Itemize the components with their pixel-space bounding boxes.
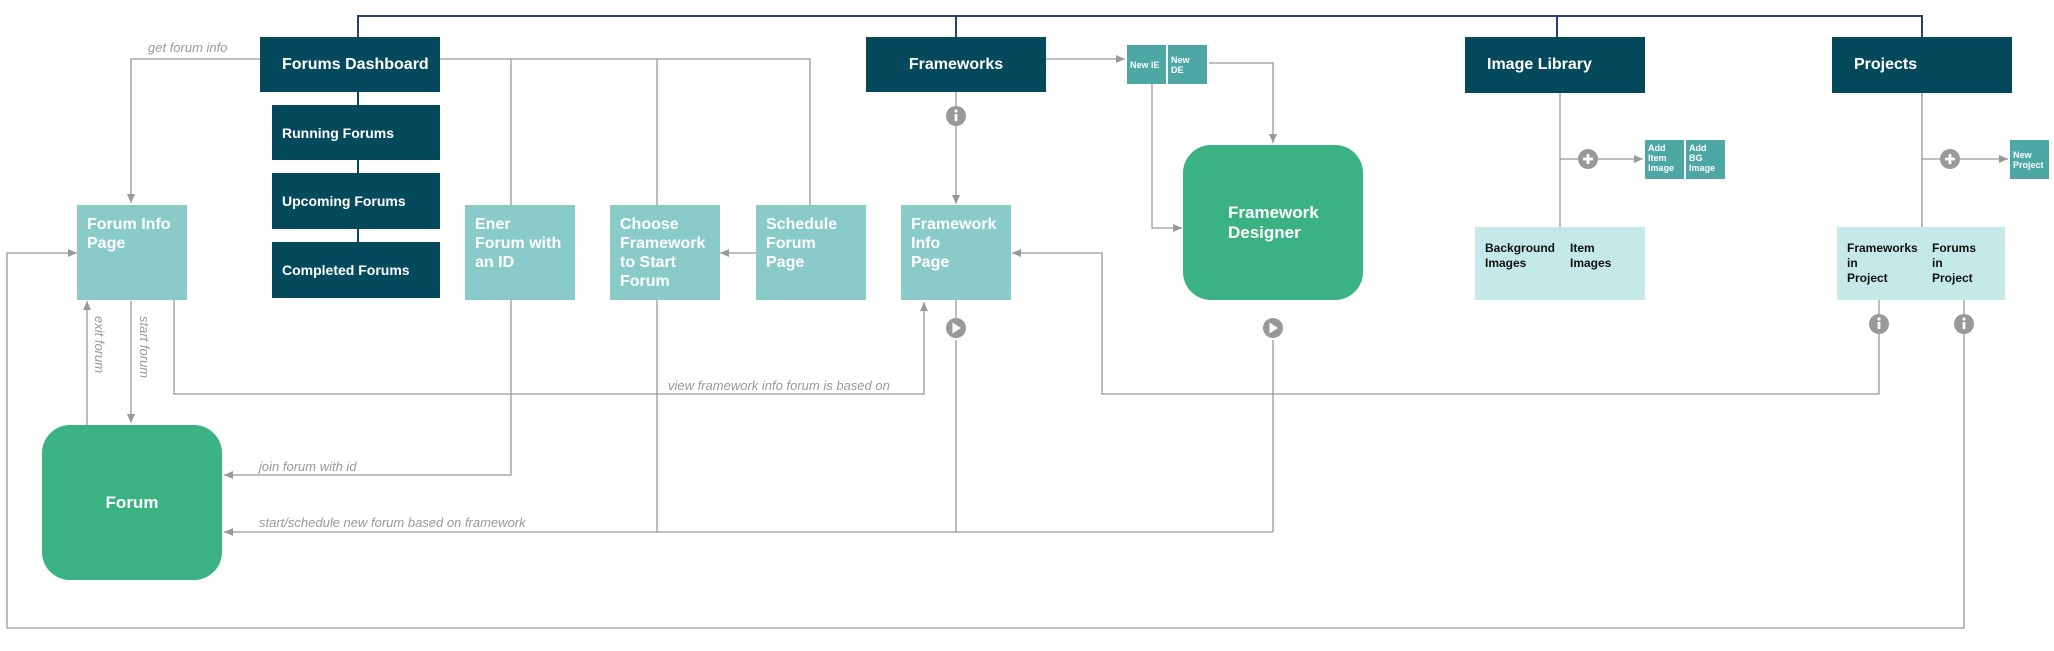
forum-label: Forum — [105, 492, 159, 512]
upcoming-forums-label: Upcoming Forums — [282, 193, 406, 209]
edge-label-exit-forum: exit forum — [92, 316, 107, 374]
edge-project-frameworks-to-info — [1012, 249, 1880, 395]
new-de-button[interactable]: New DE — [1168, 45, 1207, 84]
edge-label-get-forum-info: get forum info — [148, 40, 228, 55]
choose-framework-node[interactable]: Choose Framework to Start Forum — [610, 205, 720, 300]
edge-dashboard-to-pages — [440, 58, 811, 205]
item-images-line: Images — [1570, 256, 1612, 270]
add-bg-image-line: BG — [1689, 153, 1703, 163]
edge-project-forums-to-forum-info — [6, 249, 1965, 629]
new-project-label: New Project — [2013, 150, 2044, 170]
projects-node[interactable]: Projects — [1832, 37, 2012, 93]
top-bus-connector — [357, 15, 1923, 37]
framework-designer-line: Framework — [1228, 202, 1319, 222]
schedule-forum-line: Forum — [766, 235, 816, 252]
edge-label-start-forum: start forum — [137, 316, 152, 379]
upcoming-forums-node[interactable]: Upcoming Forums — [272, 173, 440, 229]
image-library-node[interactable]: Image Library — [1465, 37, 1645, 93]
new-ie-button[interactable]: New IE — [1127, 45, 1166, 84]
add-bg-image-line: Image — [1689, 163, 1716, 173]
forums-in-project-line: Project — [1932, 271, 1973, 285]
forums-in-project-node[interactable]: Forums in Project — [1922, 227, 2005, 300]
enter-forum-line: Forum with — [475, 235, 562, 252]
forums-dashboard-label: Forums Dashboard — [282, 55, 429, 73]
new-project-line: Project — [2013, 159, 2044, 170]
play-icon[interactable] — [946, 318, 966, 338]
edge-label-start-schedule: start/schedule new forum based on framew… — [259, 515, 526, 530]
choose-framework-line: Forum — [620, 273, 670, 290]
choose-framework-line: Framework — [620, 235, 706, 252]
projects-label: Projects — [1854, 56, 1918, 73]
framework-info-page-node[interactable]: Framework Info Page — [901, 205, 1011, 300]
frameworks-node[interactable]: Frameworks — [866, 37, 1046, 92]
add-item-image-line: Item — [1648, 153, 1667, 163]
info-icon[interactable] — [1869, 314, 1889, 334]
framework-info-page-line: Framework — [911, 216, 997, 233]
play-icon[interactable] — [1263, 318, 1283, 338]
framework-designer-line: Designer — [1228, 222, 1301, 242]
forum-info-page-line: Page — [87, 235, 126, 252]
new-project-line: New — [2013, 149, 2032, 160]
framework-info-page-line: Page — [911, 254, 950, 271]
framework-designer-node[interactable]: Framework Designer — [1183, 145, 1363, 300]
item-images-node[interactable]: Item Images — [1560, 227, 1645, 300]
add-bg-image-line: Add — [1689, 143, 1707, 153]
item-images-line: Item — [1570, 241, 1595, 255]
frameworks-in-project-line: in — [1847, 256, 1858, 270]
framework-info-page-line: Info — [911, 235, 941, 252]
forum-info-page-node[interactable]: Forum Info Page — [77, 205, 187, 300]
add-item-image-button[interactable]: Add Item Image — [1645, 140, 1684, 179]
frameworks-label: Frameworks — [908, 55, 1004, 73]
edge-label-join-forum: join forum with id — [259, 459, 357, 474]
add-item-image-line: Image — [1648, 163, 1675, 173]
schedule-forum-line: Schedule — [766, 216, 838, 233]
add-item-image-line: Add — [1648, 143, 1666, 153]
forums-in-project-line: in — [1932, 256, 1943, 270]
edge-join-forum — [224, 300, 512, 479]
forum-info-page-line: Forum Info — [87, 216, 171, 233]
completed-forums-node[interactable]: Completed Forums — [272, 242, 440, 298]
background-images-line: Background — [1485, 241, 1556, 255]
running-forums-label: Running Forums — [282, 124, 394, 141]
edge-start-schedule — [224, 300, 658, 536]
enter-forum-node[interactable]: Ener Forum with an ID — [465, 205, 575, 300]
running-forums-node[interactable]: Running Forums — [272, 105, 440, 160]
add-bg-image-button[interactable]: Add BG Image — [1686, 140, 1725, 179]
plus-icon[interactable] — [1578, 149, 1598, 169]
background-images-line: Images — [1485, 256, 1527, 270]
image-library-label: Image Library — [1487, 56, 1592, 73]
new-project-button[interactable]: New Project — [2010, 140, 2049, 179]
frameworks-in-project-line: Project — [1847, 271, 1888, 285]
forums-dashboard-node[interactable]: Forums Dashboard — [260, 37, 440, 92]
plus-icon[interactable] — [1940, 149, 1960, 169]
forums-in-project-line: Forums — [1932, 241, 1977, 255]
info-icon[interactable] — [946, 106, 966, 126]
choose-framework-line: Choose — [620, 216, 679, 233]
info-icon[interactable] — [1954, 314, 1974, 334]
edge-get-forum-info — [127, 58, 260, 203]
schedule-forum-node[interactable]: Schedule Forum Page — [756, 205, 866, 300]
completed-forums-label: Completed Forums — [282, 262, 410, 278]
new-de-label: New DE — [1171, 54, 1190, 75]
new-ie-label: New IE — [1130, 59, 1160, 70]
background-images-node[interactable]: Background Images — [1475, 227, 1560, 300]
edge-label-view-framework-info: view framework info forum is based on — [668, 378, 890, 393]
edge-view-framework-info — [173, 300, 928, 395]
frameworks-in-project-node[interactable]: Frameworks in Project — [1837, 227, 1922, 300]
choose-framework-line: to Start — [620, 254, 676, 271]
schedule-forum-line: Page — [766, 254, 805, 271]
framework-designer-label: Framework Designer — [1228, 203, 1319, 243]
enter-forum-line: Ener — [475, 216, 511, 233]
enter-forum-line: an ID — [475, 254, 515, 271]
frameworks-in-project-line: Frameworks — [1847, 241, 1918, 255]
forum-node[interactable]: Forum — [42, 425, 222, 580]
